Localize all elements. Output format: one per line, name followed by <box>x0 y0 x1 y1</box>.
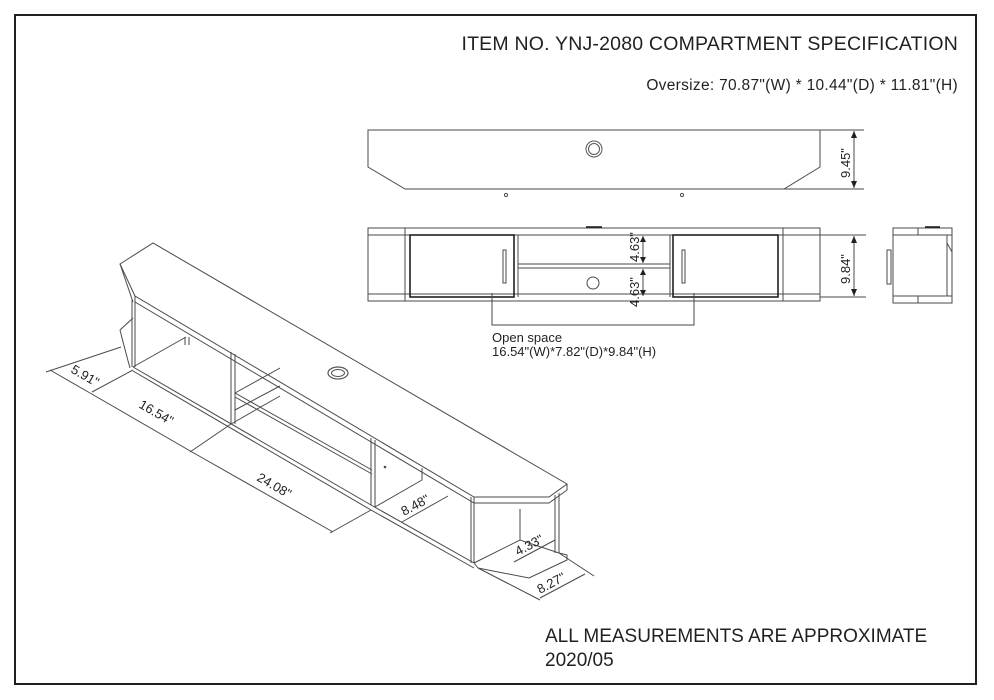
dim-center-compartment-width: 24.08" <box>255 470 295 502</box>
cable-grommet-icon <box>585 140 603 158</box>
top-view: 9.45" <box>367 129 864 198</box>
side-handle <box>886 249 892 285</box>
open-space-callout: Open space 16.54"(W)*7.82"(D)*9.84"(H) <box>492 331 656 359</box>
isometric-grommet-icon <box>327 366 349 380</box>
front-view: 4.63" 4.63" 9.84" <box>367 226 866 326</box>
cable-hole-icon <box>586 276 600 290</box>
upper-shelf-height-label: 4.63" <box>627 232 642 262</box>
door-handle-left <box>502 249 507 284</box>
lower-shelf-height-label: 4.63" <box>627 277 642 307</box>
side-view <box>886 226 953 304</box>
drawing-border <box>14 14 977 685</box>
dim-end-shelf-depth: 4.33" <box>512 531 546 558</box>
approximate-note: ALL MEASUREMENTS ARE APPROXIMATE <box>545 626 928 647</box>
dim-end-depth-left: 5.91" <box>69 362 103 390</box>
top-depth-label: 9.45" <box>838 148 853 178</box>
oversize-dimensions: Oversize: 70.87"(W) * 10.44"(D) * 11.81"… <box>646 77 958 94</box>
spec-title: ITEM NO. YNJ-2080 COMPARTMENT SPECIFICAT… <box>461 33 958 55</box>
revision-date: 2020/05 <box>545 650 614 671</box>
door-handle-right <box>681 249 686 284</box>
open-space-dimensions: 16.54"(W)*7.82"(D)*9.84"(H) <box>492 344 657 359</box>
front-height-label: 9.84" <box>838 254 853 284</box>
open-space-title: Open space <box>492 330 563 345</box>
